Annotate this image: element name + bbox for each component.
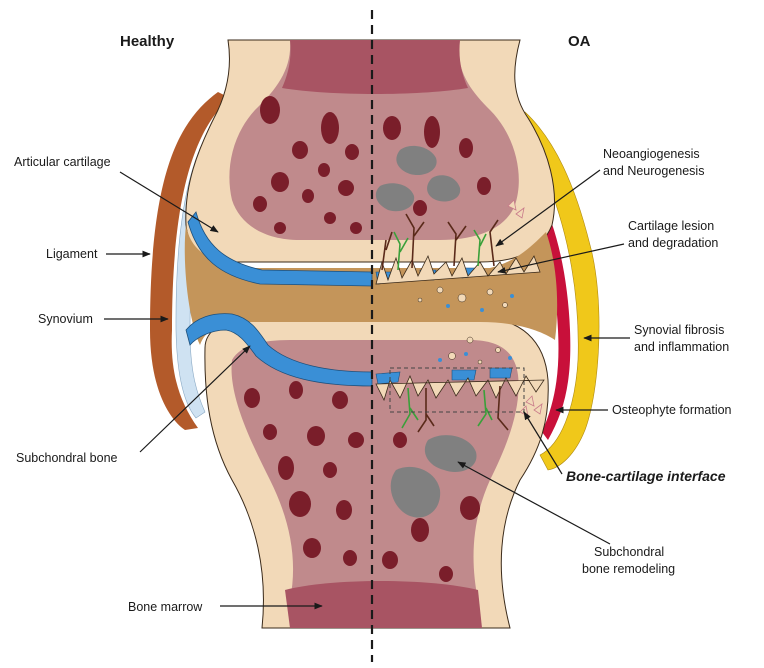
label-synovium: Synovium — [38, 312, 93, 326]
label-synovial-fibrosis-2: and inflammation — [634, 340, 729, 354]
label-bone-cartilage-interface: Bone-cartilage interface — [566, 468, 726, 484]
upper-marrow — [282, 40, 468, 94]
label-subchondral-remodeling-2: bone remodeling — [582, 562, 675, 576]
label-cartilage-lesion-1: Cartilage lesion — [628, 219, 714, 233]
label-neoangiogenesis-1: Neoangiogenesis — [603, 147, 700, 161]
header-healthy: Healthy — [120, 33, 175, 50]
label-subchondral-bone: Subchondral bone — [16, 451, 118, 465]
label-subchondral-remodeling-1: Subchondral — [594, 545, 664, 559]
label-cartilage-lesion-2: and degradation — [628, 236, 718, 250]
label-articular-cartilage: Articular cartilage — [14, 155, 111, 169]
label-bone-marrow: Bone marrow — [128, 600, 203, 614]
label-ligament: Ligament — [46, 247, 98, 261]
label-synovial-fibrosis-1: Synovial fibrosis — [634, 323, 724, 337]
label-neoangiogenesis-2: and Neurogenesis — [603, 164, 704, 178]
header-oa: OA — [568, 33, 591, 50]
lower-marrow — [285, 581, 482, 628]
label-osteophyte: Osteophyte formation — [612, 403, 732, 417]
